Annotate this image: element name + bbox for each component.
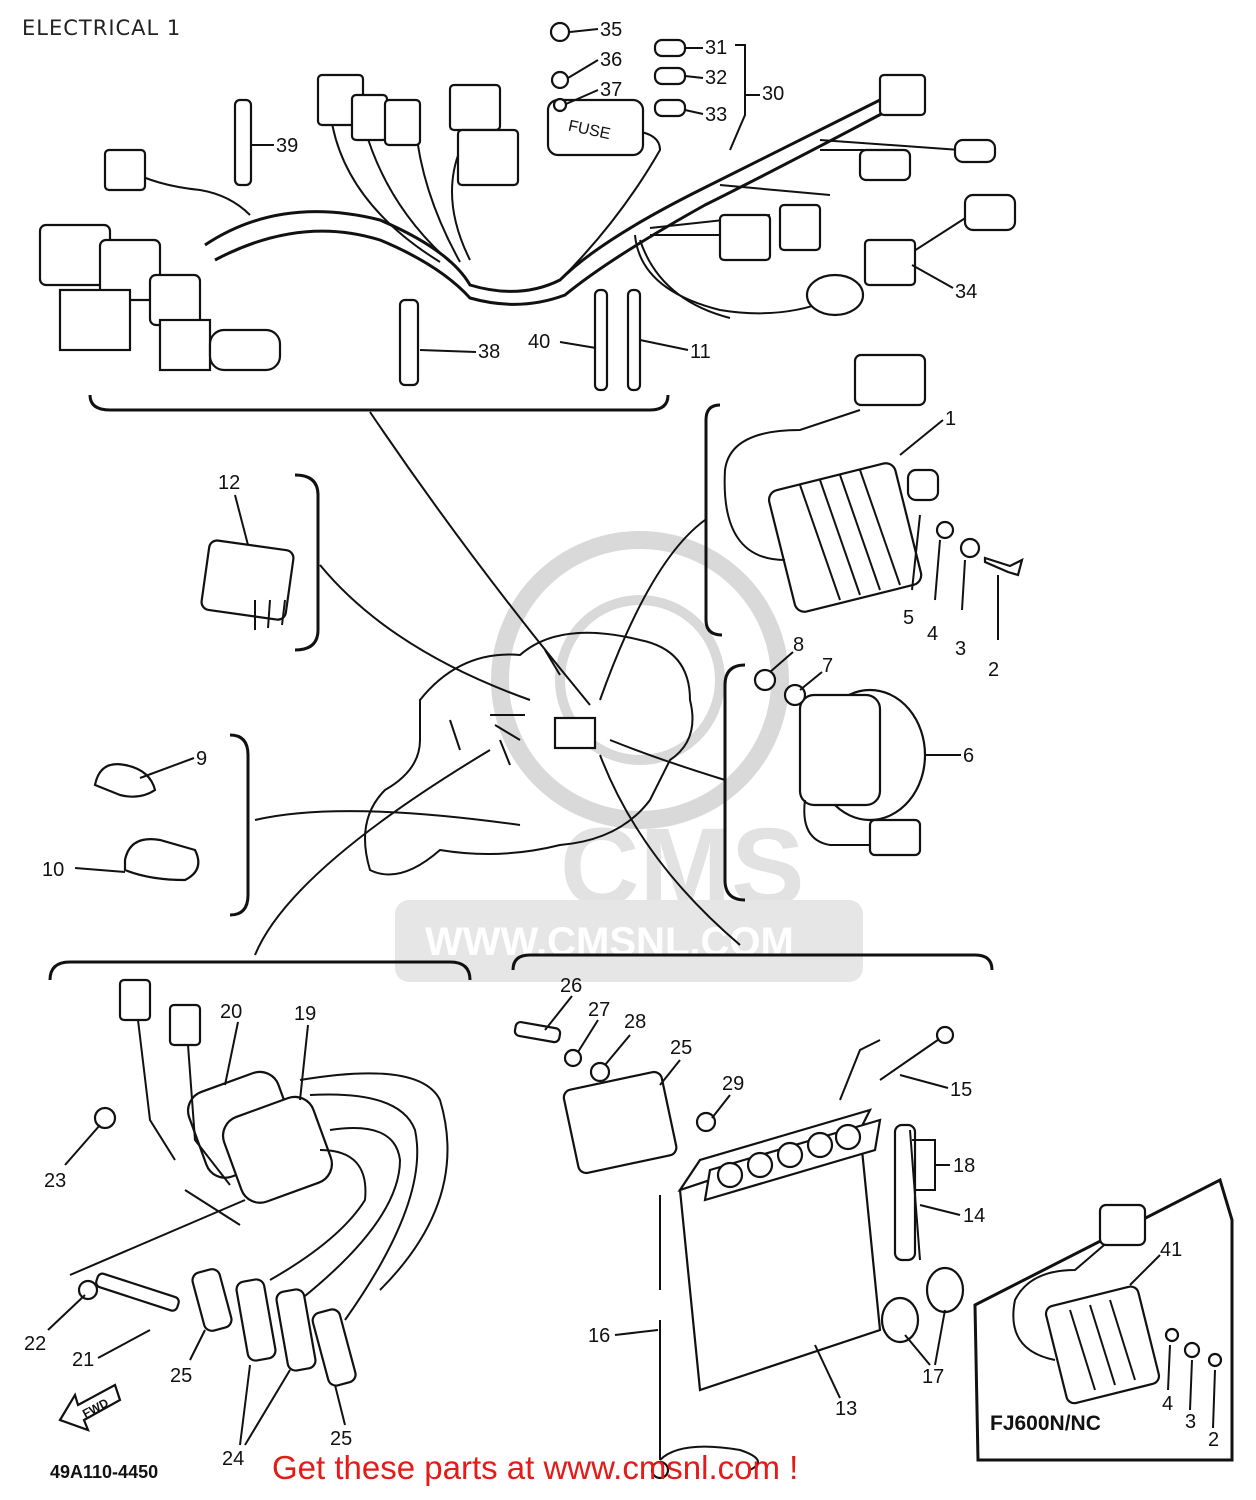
- callout-12: 12: [218, 472, 240, 494]
- callout-5: 5: [903, 607, 914, 629]
- callout-38: 37: [600, 79, 622, 101]
- page-title: ELECTRICAL 1: [22, 16, 182, 40]
- callout-11: 11: [690, 341, 711, 363]
- callout-14: 14: [963, 1205, 985, 1227]
- callout-35: 34: [955, 281, 977, 303]
- callout-25b: 25: [330, 1428, 352, 1450]
- callout-18: 18: [953, 1155, 975, 1177]
- callout-25a: 25: [170, 1365, 192, 1387]
- callout-34: 33: [705, 104, 727, 126]
- catalog-code: 49A110-4450: [50, 1462, 158, 1482]
- callout-31: 30: [762, 83, 784, 105]
- footer-link-text[interactable]: Get these parts at www.cmsnl.com !: [272, 1449, 799, 1486]
- variant-label: FJ600N/NC: [990, 1412, 1101, 1435]
- callout-40: 39: [276, 135, 298, 157]
- callout-20: 20: [220, 1001, 242, 1023]
- callout-3-inset: 3: [1185, 1411, 1196, 1433]
- ignition-coil-group: FWD 49A110-4450: [48, 960, 472, 1482]
- callout-27: 26: [560, 975, 582, 997]
- callout-13: 13: [835, 1398, 857, 1420]
- watermark-url: WWW.CMSNL.COM: [425, 920, 794, 964]
- callout-24: 24: [222, 1448, 244, 1470]
- callout-22: 22: [24, 1333, 46, 1355]
- leader-arrows: [254, 411, 741, 956]
- callout-29: 28: [624, 1011, 646, 1033]
- callout-41: 40: [528, 331, 550, 353]
- callout-16: 16: [588, 1325, 610, 1347]
- callout-36: 35: [600, 19, 622, 41]
- callout-26: 25: [670, 1037, 692, 1059]
- callout-19: 19: [294, 1003, 316, 1025]
- callout-8: 8: [793, 634, 804, 656]
- variant-inset: FJ600N/NC: [973, 1177, 1234, 1462]
- clamp-group: [93, 733, 250, 917]
- callouts: 35 36 37 31 32 33 30 39 34 38 40 11 1 5 …: [24, 19, 1219, 1470]
- callout-4-inset: 4: [1162, 1393, 1173, 1415]
- callout-6: 6: [963, 745, 974, 767]
- relay-group: [200, 473, 320, 652]
- starter-relay-group: [723, 663, 927, 902]
- callout-1-inset: 41: [1160, 1239, 1182, 1261]
- callout-10: 10: [42, 859, 64, 881]
- callout-1: 1: [945, 408, 956, 430]
- callout-7: 7: [822, 655, 833, 677]
- callout-2-inset: 2: [1208, 1429, 1219, 1451]
- callout-39: 38: [478, 341, 500, 363]
- callout-17: 17: [922, 1366, 944, 1388]
- watermark: CMS WWW.CMSNL.COM: [395, 531, 863, 982]
- callout-37: 36: [600, 49, 622, 71]
- callout-9: 9: [196, 748, 207, 770]
- callout-32: 31: [705, 37, 727, 59]
- callout-30: 29: [722, 1073, 744, 1095]
- rectifier-regulator-group: [704, 353, 1024, 640]
- callout-21: 21: [72, 1349, 94, 1371]
- wire-harness-group: FUSE: [38, 21, 1017, 412]
- callout-2: 2: [988, 659, 999, 681]
- battery-group: [511, 953, 994, 1480]
- callout-3: 3: [955, 638, 966, 660]
- callout-15: 15: [950, 1079, 972, 1101]
- frame-outline: [364, 631, 694, 876]
- callout-23: 23: [44, 1170, 66, 1192]
- callout-33: 32: [705, 67, 727, 89]
- callout-28: 27: [588, 999, 610, 1021]
- callout-4: 4: [927, 623, 938, 645]
